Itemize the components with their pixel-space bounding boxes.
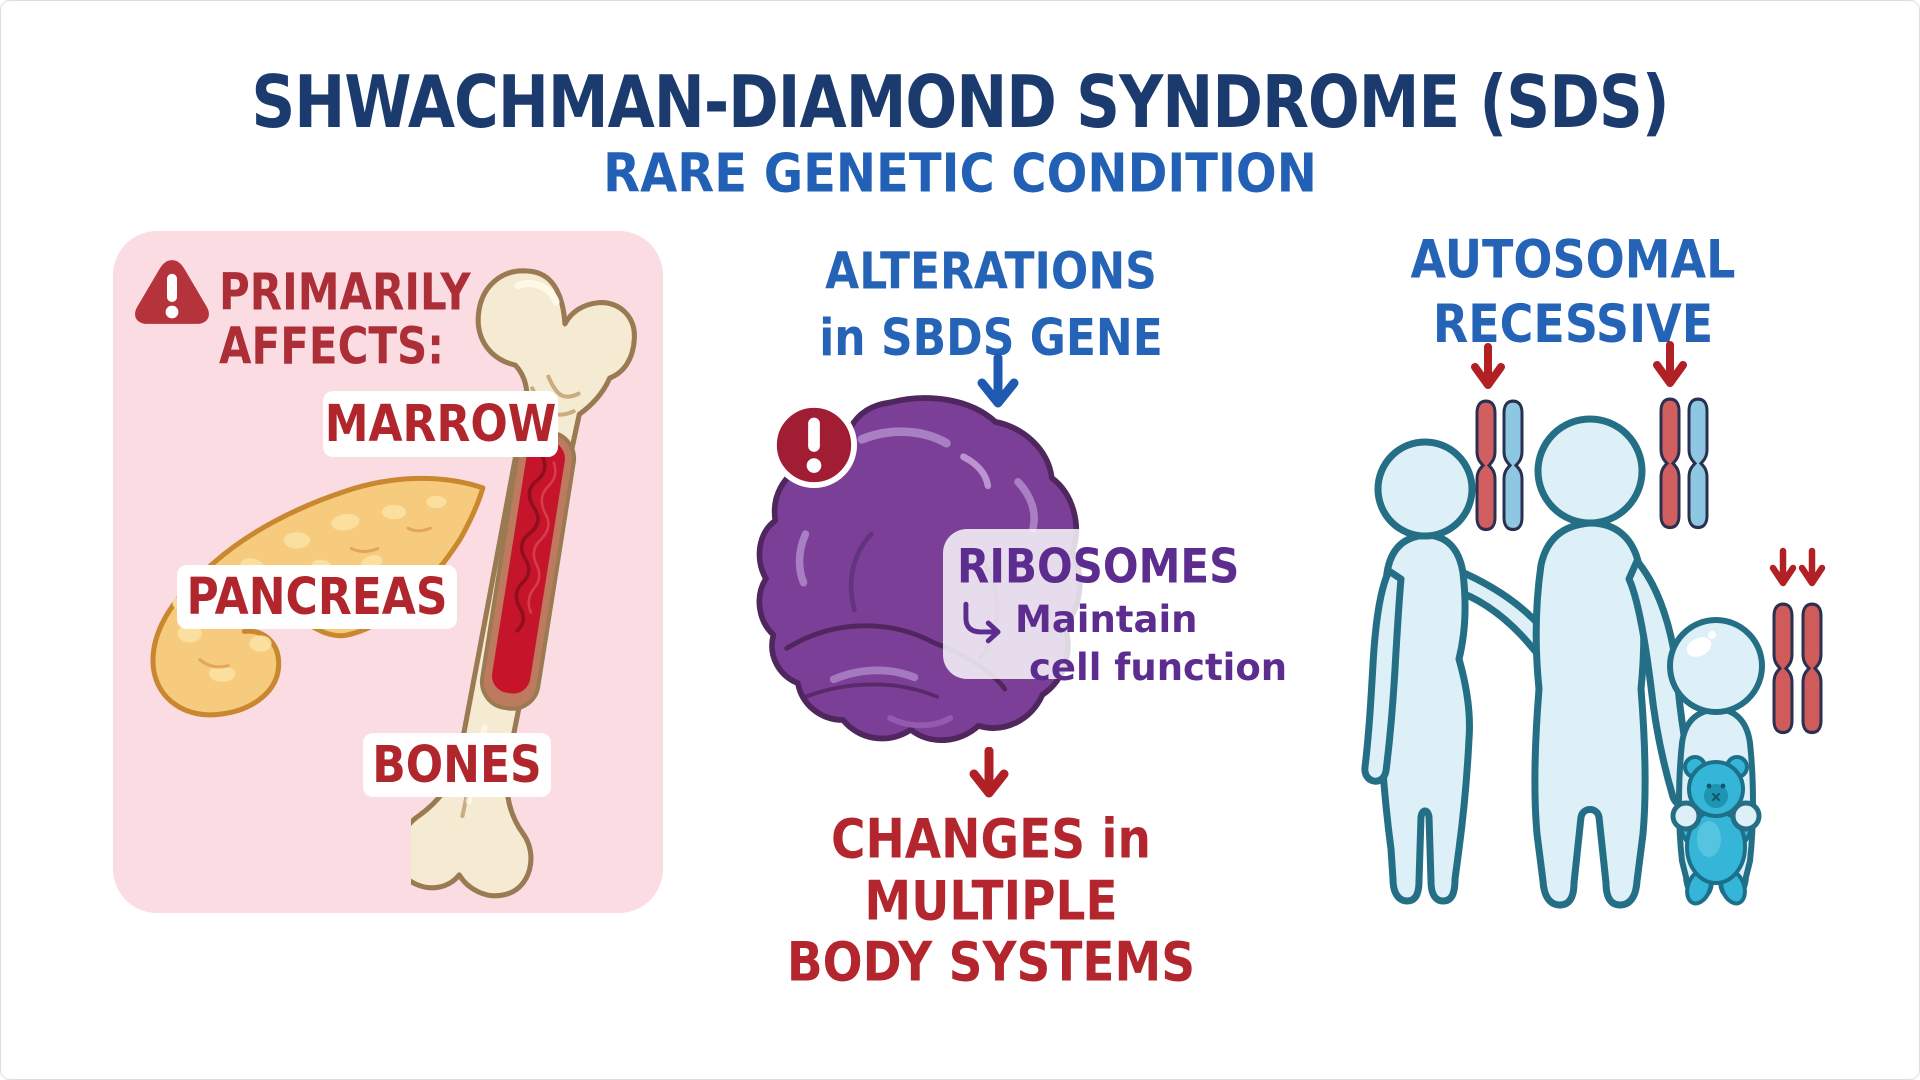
ribosome-note-line1: Maintain [1015, 598, 1198, 641]
ribosome-note: Maintain cell function [957, 596, 1295, 692]
cause-line1: ALTERATIONS [825, 242, 1157, 302]
ribosome-note-text: Maintain cell function [1015, 596, 1287, 692]
chromosome-pair-child [1772, 602, 1823, 735]
label-pancreas-text: PANCREAS [186, 567, 448, 627]
outcome-line1: CHANGES in MULTIPLE [830, 807, 1151, 933]
ribosome-note-line2: cell function [1029, 646, 1288, 690]
inheritance-heading: AUTOSOMAL RECESSIVE [1410, 228, 1736, 355]
ribosome-callout: RIBOSOMES Maintain cell function [943, 529, 1295, 689]
warning-triangle-icon [131, 253, 213, 331]
family-illustration [1343, 339, 1871, 1033]
label-pancreas: PANCREAS [177, 565, 457, 629]
page-subtitle: RARE GENETIC CONDITION [603, 142, 1317, 205]
outcome-line2: BODY SYSTEMS [786, 931, 1196, 995]
alert-circle-icon [770, 401, 858, 489]
chromosome-pair-parent-right [1659, 397, 1709, 530]
arrow-down-icon [976, 353, 1020, 415]
chromosome-pair-parent-left [1475, 399, 1524, 532]
double-arrow-down-icon [1769, 547, 1826, 587]
child-head-highlight [1686, 631, 1716, 657]
teddy-bear-face [1697, 783, 1728, 857]
outcome-text: CHANGES in MULTIPLE BODY SYSTEMS [701, 809, 1281, 994]
cause-heading: ALTERATIONS in SBDS GENE [761, 239, 1221, 373]
label-marrow: MARROW [323, 391, 558, 457]
corner-right-arrow-icon [957, 600, 1007, 646]
label-marrow-text: MARROW [324, 394, 557, 454]
label-bones: BONES [363, 733, 551, 797]
label-bones-text: BONES [372, 735, 542, 795]
arrow-down-icon [967, 746, 1011, 805]
child-hands [1670, 800, 1762, 832]
ribosome-title: RIBOSOMES [957, 539, 1240, 594]
arrow-down-icon [1471, 341, 1687, 389]
cause-line2: in SBDS GENE [819, 309, 1163, 368]
primarily-affects-panel: PRIMARILY AFFECTS: [113, 231, 663, 913]
affects-heading: PRIMARILY AFFECTS: [219, 262, 471, 376]
page-title: SHWACHMAN-DIAMOND SYNDROME (SDS) [251, 61, 1669, 145]
